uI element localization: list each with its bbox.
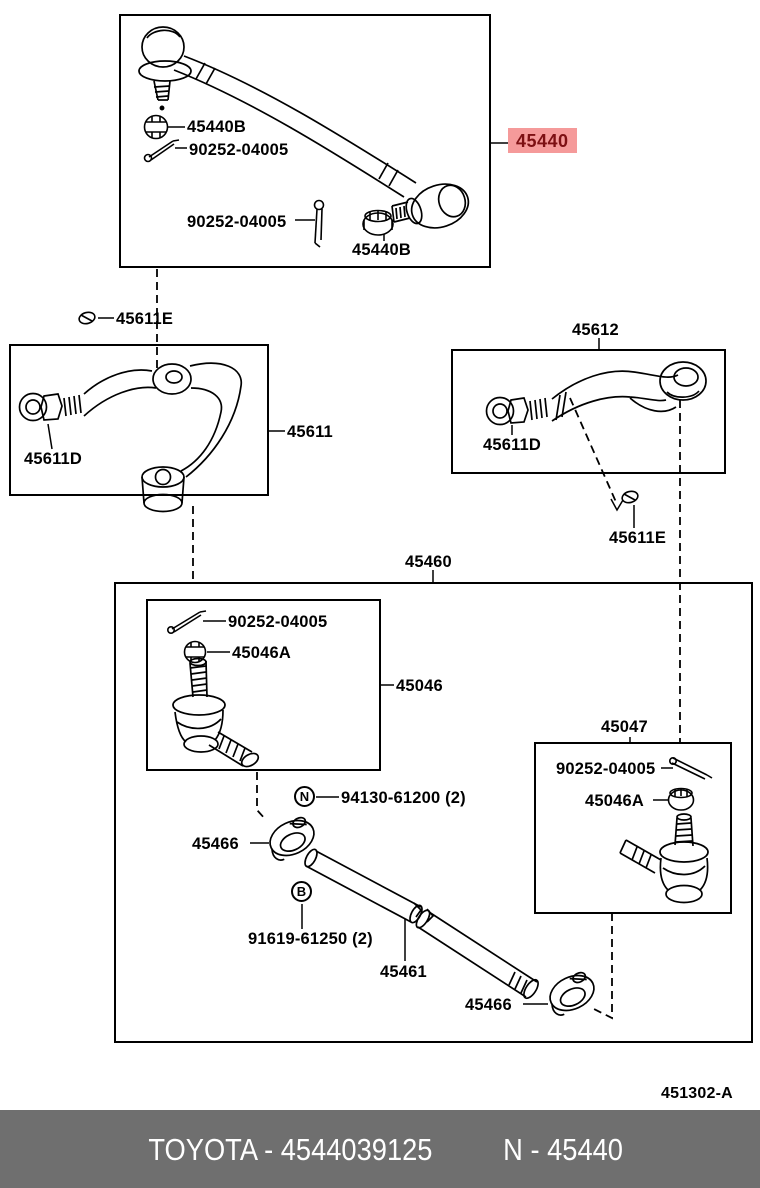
group-dashed-links	[156, 269, 681, 1020]
label-selected-part-45440[interactable]: 45440	[508, 128, 577, 153]
arm-45612-drawing	[485, 361, 707, 426]
label-pin-90252-inner-right[interactable]: 90252-04005	[556, 759, 656, 778]
castle-nut-icon	[143, 114, 169, 140]
label-clamp-45466-right[interactable]: 45466	[465, 995, 512, 1014]
label-nut-45046a-left[interactable]: 45046A	[232, 643, 291, 662]
box-arm-45612	[451, 349, 726, 474]
label-pin-90252-upper[interactable]: 90252-04005	[189, 140, 289, 159]
tie-rod-end-45047-drawing	[619, 813, 709, 904]
hex-nut-icon	[362, 209, 394, 236]
cotter-pin-icon	[313, 199, 325, 248]
group-leader-lines	[47, 126, 673, 1005]
label-grommet-45611e-right[interactable]: 45611E	[609, 528, 667, 547]
castle-nut-icon	[183, 640, 207, 664]
label-tie-rod-end-45047[interactable]: 45047	[601, 717, 648, 736]
label-relay-rod-45460[interactable]: 45460	[405, 552, 452, 571]
label-bush-45611d-left[interactable]: 45611D	[24, 449, 83, 468]
footer-bar: TOYOTA - 4544039125 N - 45440	[0, 1110, 760, 1188]
grommet-icon	[78, 311, 96, 325]
label-clamp-45466-left[interactable]: 45466	[192, 834, 239, 853]
label-tie-rod-end-45046[interactable]: 45046	[396, 676, 443, 695]
box-drag-link	[119, 14, 491, 268]
label-tube-45461[interactable]: 45461	[380, 962, 427, 981]
label-pin-90252-inner-left[interactable]: 90252-04005	[228, 612, 328, 631]
grommet-icon	[621, 490, 639, 504]
hex-nut-icon	[667, 787, 695, 811]
cotter-pin-icon	[167, 610, 207, 634]
drag-link-drawing	[138, 26, 470, 229]
clamp-icon	[549, 971, 595, 1016]
arrowhead-icon	[610, 498, 624, 512]
label-pin-90252-lower[interactable]: 90252-04005	[187, 212, 287, 231]
cotter-pin-icon	[143, 139, 180, 163]
clamp-icon	[269, 816, 315, 861]
ref-marker-n: N	[294, 786, 315, 807]
label-grommet-45611e-left[interactable]: 45611E	[116, 309, 174, 328]
box-tie-rod-end-45047	[534, 742, 732, 914]
label-nut-45440b-lower[interactable]: 45440B	[352, 240, 411, 259]
label-bush-45611d-right[interactable]: 45611D	[483, 435, 542, 454]
label-note-91619[interactable]: 91619-61250 (2)	[248, 929, 373, 948]
ref-marker-b: B	[291, 881, 312, 902]
tie-rod-end-45046-drawing	[172, 657, 260, 768]
figure-code: 451302-A	[661, 1085, 733, 1102]
label-note-94130[interactable]: 94130-61200 (2)	[341, 788, 466, 807]
label-arm-45611[interactable]: 45611	[287, 422, 333, 441]
tube-drawing	[304, 848, 539, 1000]
label-arm-45612[interactable]: 45612	[572, 320, 619, 339]
label-nut-45046a-right[interactable]: 45046A	[585, 791, 644, 810]
cotter-pin-icon	[668, 756, 713, 780]
box-tie-rod-end-45046	[146, 599, 381, 771]
box-arm-45611	[9, 344, 269, 496]
group-boxes	[9, 14, 753, 1043]
arm-45611-drawing	[18, 362, 242, 513]
footer-catalog-ref: N - 45440	[503, 1131, 624, 1167]
footer-brand-part: TOYOTA - 4544039125	[147, 1131, 432, 1167]
label-nut-45440b-upper[interactable]: 45440B	[187, 117, 246, 136]
